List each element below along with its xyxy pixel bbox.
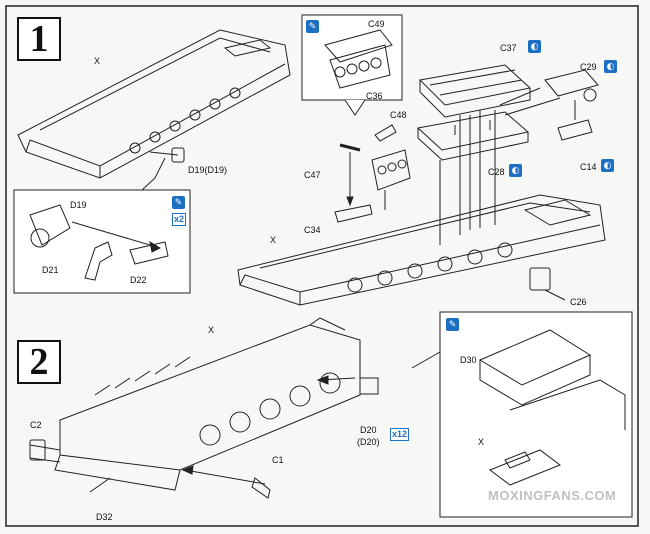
- engine-deck: [416, 64, 532, 245]
- label-c36: C36: [366, 91, 383, 101]
- label-d19-ref: D19(D19): [188, 165, 228, 175]
- label-d20-alt: (D20): [357, 437, 380, 447]
- label-c2: C2: [30, 420, 42, 430]
- quantity-badge-d22: x2: [172, 213, 187, 226]
- symmetric-parts-icon: ◐: [509, 164, 522, 177]
- step-number-1: 1: [17, 17, 61, 61]
- cement-tube-icon: ✎: [446, 318, 459, 331]
- engine-assembly: [334, 124, 411, 223]
- label-c14: C14: [580, 162, 597, 172]
- quantity-badge-d20: x12: [390, 428, 410, 441]
- step2-arrows: [181, 375, 356, 485]
- label-c29: C29: [580, 62, 597, 72]
- step1-hull-right: [237, 194, 606, 306]
- step1-hull-left: [17, 29, 291, 179]
- detail-box-d19: [13, 189, 191, 294]
- detail-box-d30: [411, 311, 633, 518]
- watermark: MOXINGFANS.COM: [488, 488, 617, 503]
- label-x-step1-left: X: [94, 56, 101, 66]
- label-d30: D30: [460, 355, 477, 365]
- step-number-2: 2: [17, 340, 61, 384]
- label-d19: D19: [70, 200, 87, 210]
- label-d21: D21: [42, 265, 59, 275]
- label-c48: C48: [390, 110, 407, 120]
- label-x-detail: X: [478, 437, 485, 447]
- parts-c29-c14: [499, 69, 599, 141]
- symmetric-parts-icon: ◐: [528, 40, 541, 53]
- label-c1: C1: [272, 455, 284, 465]
- label-c26: C26: [570, 297, 587, 307]
- label-x-step1-right: X: [270, 235, 277, 245]
- cement-tube-icon: ✎: [306, 20, 319, 33]
- label-c28: C28: [488, 167, 505, 177]
- label-x-step2: X: [208, 325, 215, 335]
- label-c49: C49: [368, 19, 385, 29]
- symmetric-parts-icon: ◐: [601, 159, 614, 172]
- label-c47: C47: [304, 170, 321, 180]
- step2-hull: [29, 317, 361, 499]
- c26-leader: [544, 289, 566, 301]
- label-d32: D32: [96, 512, 113, 522]
- cement-tube-icon: ✎: [172, 196, 185, 209]
- label-c34: C34: [304, 225, 321, 235]
- d20-part: [359, 377, 379, 395]
- label-d22: D22: [130, 275, 147, 285]
- symmetric-parts-icon: ◐: [604, 60, 617, 73]
- callout-pointer-1: [141, 157, 166, 191]
- label-c37: C37: [500, 43, 517, 53]
- label-d20: D20: [360, 425, 377, 435]
